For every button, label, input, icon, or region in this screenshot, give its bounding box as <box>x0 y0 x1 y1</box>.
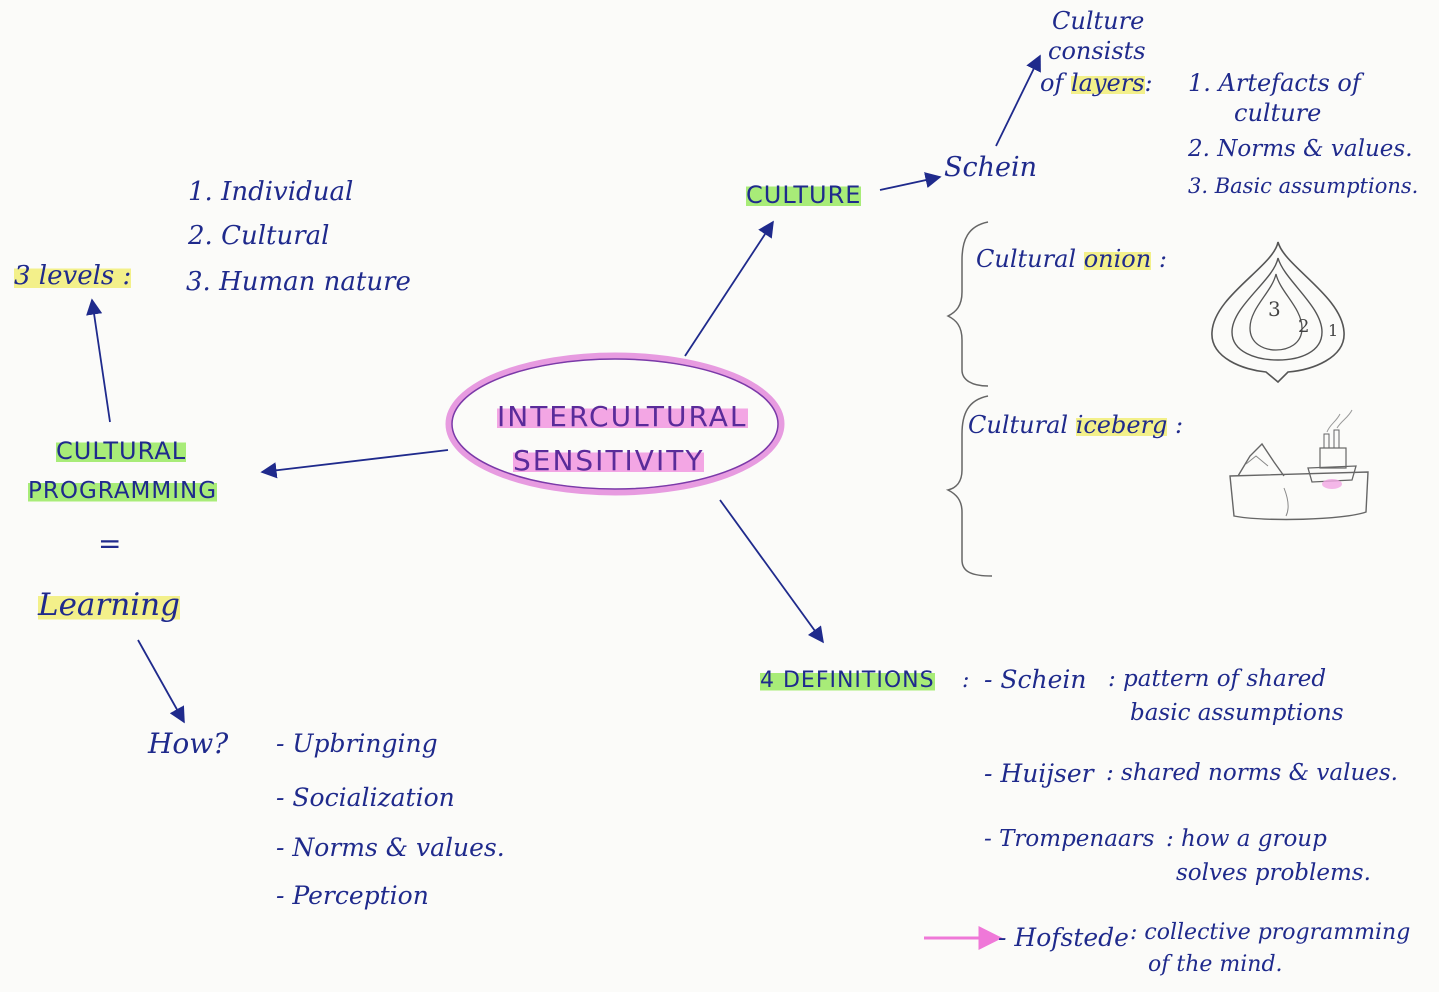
central-node: INTERCULTURAL SENSITIVITY <box>445 352 785 497</box>
def-trompenaars-text2: solves problems. <box>1176 860 1371 886</box>
arrow-to-cultural-programming <box>260 449 449 479</box>
onion-number-1: 1 <box>1328 321 1338 340</box>
def-trompenaars-name: - Trompenaars <box>984 826 1155 852</box>
level-item-3: 3. Human nature <box>186 267 411 297</box>
layer-item-1-cont: culture <box>1234 99 1322 127</box>
onion-number-3: 3 <box>1268 297 1281 321</box>
learning-label: Learning <box>38 587 180 623</box>
onion-label: Cultural onion : <box>976 245 1167 273</box>
equals-sign: = <box>98 527 123 560</box>
iceberg-label: Cultural iceberg : <box>968 411 1184 439</box>
arrow-to-layers <box>995 54 1041 147</box>
level-item-2: 2. Cultural <box>188 221 330 251</box>
def-hofstede-text1: : collective programming <box>1130 920 1411 945</box>
how-item-2: - Socialization <box>276 783 455 812</box>
how-label: How? <box>148 727 229 760</box>
def-schein-name: - Schein <box>984 665 1087 694</box>
layer-item-1: 1. Artefacts of <box>1188 69 1361 97</box>
layers-line2: consists <box>1048 37 1146 65</box>
cultural-label: CULTURAL <box>56 437 187 465</box>
arrow-to-levels <box>86 298 111 423</box>
layer-item-3: 3. Basic assumptions. <box>1188 174 1419 198</box>
how-item-4: - Perception <box>276 881 429 910</box>
def-trompenaars-text1: : how a group <box>1166 826 1327 852</box>
layers-line3: of layers: <box>1040 69 1153 97</box>
cultural-iceberg-drawing <box>1224 404 1372 526</box>
def-hofstede-text2: of the mind. <box>1148 952 1283 977</box>
levels-label: 3 levels : <box>14 261 132 291</box>
programming-label: PROGRAMMING <box>28 478 218 504</box>
level-item-1: 1. Individual <box>188 177 354 207</box>
cultural-onion-drawing: 3 2 1 <box>1204 236 1352 384</box>
layer-item-2: 2. Norms & values. <box>1188 136 1413 162</box>
onion-number-2: 2 <box>1298 316 1309 337</box>
def-huijser-name: - Huijser <box>984 759 1094 788</box>
schein-label: Schein <box>944 152 1038 183</box>
def-huijser-text1: : shared norms & values. <box>1106 760 1398 786</box>
arrow-to-how <box>137 639 185 724</box>
layers-line1: Culture <box>1052 7 1145 35</box>
central-title-line1: INTERCULTURAL <box>497 400 748 433</box>
def-hofstede-name: - Hofstede <box>998 923 1129 952</box>
def-schein-text1: : pattern of shared <box>1108 666 1327 692</box>
arrow-to-schein <box>879 172 942 191</box>
how-item-1: - Upbringing <box>276 729 438 758</box>
definitions-label: 4 DEFINITIONS <box>760 668 935 693</box>
culture-label: CULTURE <box>746 181 862 209</box>
arrow-to-definitions <box>719 499 824 644</box>
arrow-to-culture <box>684 220 774 357</box>
definitions-separator: : <box>962 668 970 693</box>
how-item-3: - Norms & values. <box>276 833 505 862</box>
central-title-line2: SENSITIVITY <box>513 444 705 477</box>
def-schein-text2: basic assumptions <box>1130 700 1344 726</box>
central-ellipse <box>445 352 785 496</box>
